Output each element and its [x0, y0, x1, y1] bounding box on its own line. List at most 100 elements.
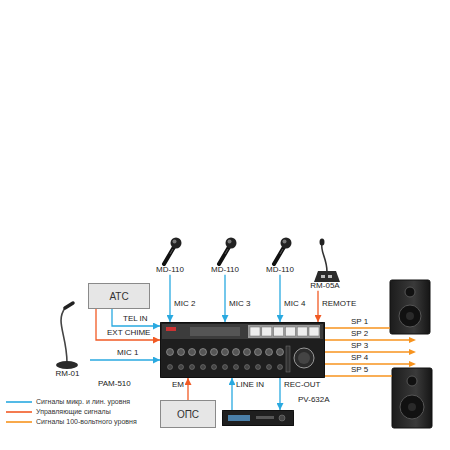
drawing-part	[283, 240, 287, 244]
signal-connector	[96, 309, 160, 340]
microphone: MD-110	[150, 236, 190, 275]
output-label: SP 2	[350, 330, 369, 339]
wire-arrows	[409, 337, 416, 367]
legend-line	[6, 409, 32, 415]
drawing-part	[294, 348, 314, 368]
node-label: RM-01	[45, 370, 90, 379]
amplifier-front	[160, 322, 325, 378]
speaker	[390, 280, 430, 334]
speaker-wire	[325, 327, 390, 328]
gooseneck-microphone-icon	[45, 300, 90, 370]
drawing-part	[171, 238, 182, 249]
drawing-part	[166, 327, 176, 331]
signal-connector	[317, 291, 318, 322]
signal-label: REC-OUT	[283, 381, 321, 390]
legend-line	[6, 419, 32, 425]
signal-label: LINE IN	[235, 381, 265, 390]
drawing-part	[280, 249, 283, 254]
speaker-wire	[325, 363, 410, 364]
console-microphone-icon	[300, 238, 350, 282]
drawing-part	[162, 324, 323, 339]
drawing-part	[309, 327, 319, 336]
drawing-part	[189, 349, 196, 356]
drawing-part	[298, 352, 310, 364]
drawing-part	[407, 376, 417, 386]
drawing-part	[212, 365, 217, 370]
legend-label: Сигналы 100-вольтного уровня	[36, 418, 137, 426]
legend-line	[6, 399, 32, 405]
microphone-icon	[150, 236, 190, 266]
drawing-part	[219, 247, 229, 264]
node-label: MD-110	[205, 266, 245, 275]
drawing-part	[250, 327, 260, 336]
player: PV-632A	[222, 410, 294, 426]
drawing-part	[255, 349, 262, 356]
signal-label: EM	[171, 381, 185, 390]
drawing-part	[278, 365, 283, 370]
speaker-wire	[325, 351, 410, 352]
drawing-part	[256, 365, 261, 370]
node-label: PAM-510	[98, 380, 131, 389]
drawing-part	[222, 349, 229, 356]
speaker-wire	[325, 339, 410, 340]
drawing-part	[211, 349, 218, 356]
drawing-part	[233, 349, 240, 356]
node-label: MD-110	[260, 266, 300, 275]
output-label: SP 3	[350, 342, 369, 351]
legend-row: Управляющие сигналы	[6, 407, 137, 417]
drawing-part	[277, 349, 284, 356]
drawing-part	[228, 240, 232, 244]
speaker	[392, 368, 432, 428]
drawing-part	[244, 349, 251, 356]
legend-row: Сигналы микр. и лин. уровня	[6, 397, 137, 407]
drawing-part	[321, 275, 325, 278]
microphone: MD-110	[205, 236, 245, 275]
microphone: MD-110	[260, 236, 300, 275]
legend-label: Сигналы микр. и лин. уровня	[36, 398, 130, 406]
signal-label: MIC 3	[228, 300, 251, 309]
signal-label: EXT CHIME	[106, 329, 151, 338]
drawing-part	[223, 365, 228, 370]
speaker-wire	[325, 375, 392, 376]
drawing-part	[399, 305, 421, 327]
drawing-part	[160, 322, 325, 378]
drawing-part	[170, 249, 173, 254]
drawing-part	[322, 243, 327, 272]
drawing-part	[281, 238, 292, 249]
drawing-part	[279, 415, 285, 421]
alarm-box: ОПС	[160, 400, 216, 428]
drawing-part	[168, 365, 173, 370]
arrowhead	[409, 337, 416, 343]
drawing-part	[201, 365, 206, 370]
legend: Сигналы микр. и лин. уровняУправляющие с…	[6, 397, 137, 427]
drawing-part	[200, 349, 207, 356]
drawing-part	[178, 349, 185, 356]
legend-row: Сигналы 100-вольтного уровня	[6, 417, 137, 427]
drawing-part	[392, 368, 432, 428]
drawing-part	[61, 308, 67, 363]
signal-label: TEL IN	[122, 315, 149, 324]
drawing-part	[297, 327, 307, 336]
arrowhead	[409, 349, 416, 355]
legend-label: Управляющие сигналы	[36, 408, 111, 416]
signal-label: MIC 1	[116, 349, 139, 358]
drawing-part	[226, 238, 237, 249]
output-label: SP 1	[350, 318, 369, 327]
drawing-part	[400, 395, 424, 419]
arrowhead	[409, 361, 416, 367]
drawing-part	[190, 327, 240, 336]
drawing-part	[225, 249, 228, 254]
drawing-part	[286, 346, 290, 372]
drawing-part	[285, 327, 295, 336]
drawing-part	[274, 327, 284, 336]
drawing-part	[164, 247, 174, 264]
drawing-part	[179, 365, 184, 370]
node-label: ОПС	[177, 409, 199, 420]
amplifier: PAM-510	[160, 322, 325, 378]
drawing-part	[248, 325, 320, 338]
signal-connector	[231, 378, 232, 410]
signal-label: MIC 4	[283, 300, 306, 309]
drawing-part	[320, 239, 325, 246]
speaker-wires	[325, 328, 410, 376]
signal-connector	[90, 359, 160, 360]
